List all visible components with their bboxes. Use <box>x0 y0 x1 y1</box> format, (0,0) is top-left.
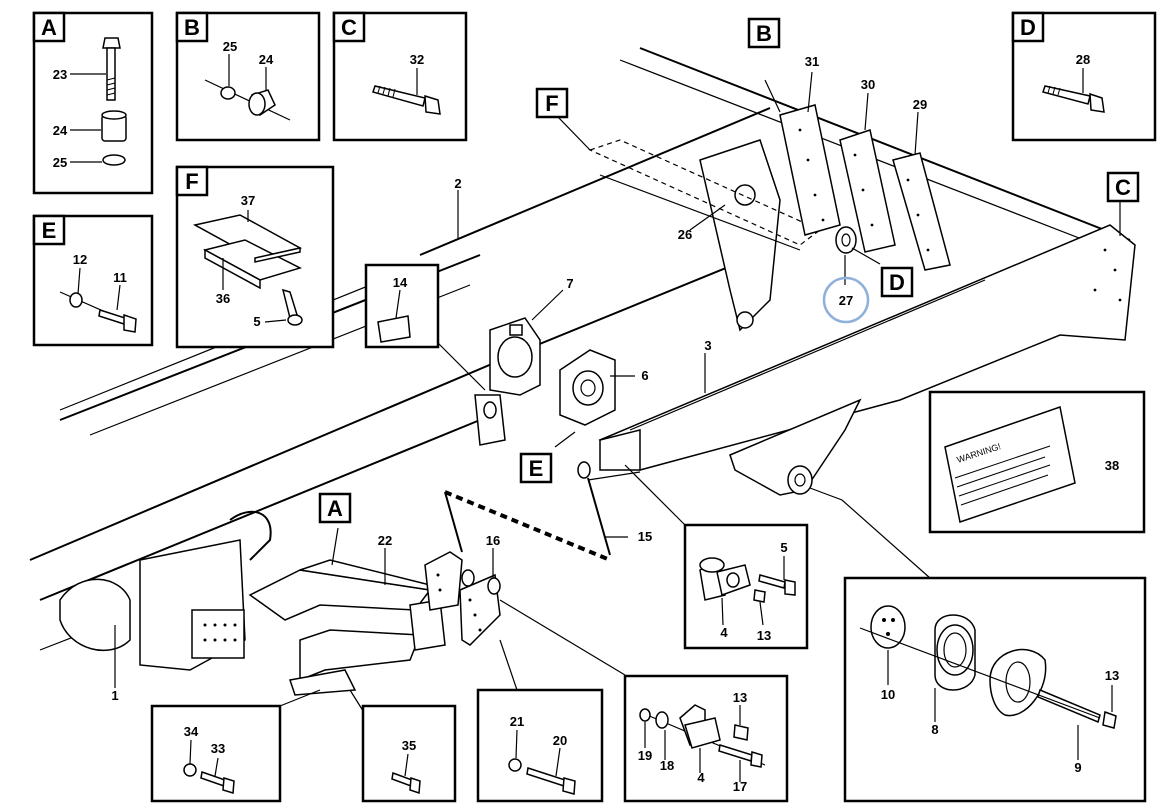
callout-15: 15 <box>638 529 652 544</box>
inset-pin-4: 4 <box>720 625 728 640</box>
inset-20-21: 21 20 <box>476 688 604 803</box>
callout-1: 1 <box>111 688 118 703</box>
inset-b-25: 25 <box>223 39 237 54</box>
bracket-assembly <box>474 317 616 446</box>
highlight-circle <box>822 276 870 324</box>
inset-b: B 25 24 <box>175 11 321 142</box>
inset-f-37: 37 <box>241 193 255 208</box>
inset-c-tag: C <box>341 15 357 40</box>
inset-e-11: 11 <box>113 270 127 285</box>
inset-2021-21: 21 <box>510 714 524 729</box>
main-tag-b: B <box>747 17 781 49</box>
tag-a-text: A <box>327 496 343 521</box>
cable-15 <box>444 461 611 562</box>
inset-e-tag: E <box>42 218 57 243</box>
inset-38-num: 38 <box>1105 458 1119 473</box>
main-tag-a: A <box>318 492 352 524</box>
inset-f-5: 5 <box>253 314 260 329</box>
main-tag-d: D <box>880 266 914 298</box>
inset-14-num: 14 <box>393 275 408 290</box>
inset-d-tag: D <box>1020 15 1036 40</box>
inset-pinset-18: 18 <box>660 758 674 773</box>
inset-bearing-10: 10 <box>881 687 895 702</box>
cover-plates <box>779 104 951 271</box>
inset-pin-13: 13 <box>757 628 771 643</box>
inset-3334-33: 33 <box>211 741 225 756</box>
inset-f-tag: F <box>185 169 198 194</box>
inset-e-12: 12 <box>73 252 87 267</box>
cross-member-22 <box>248 551 501 696</box>
callout-3: 3 <box>704 338 711 353</box>
inset-a-23: 23 <box>53 67 67 82</box>
inset-c-32: 32 <box>410 52 424 67</box>
inset-bracket-pin: 5 4 13 <box>683 523 809 650</box>
inset-a: A 23 24 25 <box>32 11 154 195</box>
inset-35: 35 <box>361 704 457 803</box>
inset-bearing-8: 8 <box>931 722 938 737</box>
callout-7: 7 <box>566 276 573 291</box>
inset-14: 14 <box>364 263 440 349</box>
tag-f-text: F <box>545 91 558 116</box>
callout-30: 30 <box>861 77 875 92</box>
main-tag-c: C <box>1106 171 1140 203</box>
callout-2: 2 <box>454 176 461 191</box>
inset-b-24: 24 <box>259 52 274 67</box>
inset-33-34: 34 33 <box>150 704 282 803</box>
inset-bearing-9: 9 <box>1074 760 1081 775</box>
main-tag-f: F <box>535 87 569 119</box>
tag-d-text: D <box>889 270 905 295</box>
callout-29: 29 <box>913 97 927 112</box>
inset-pin-5: 5 <box>780 540 787 555</box>
frame-rail-2 <box>588 139 822 332</box>
inset-c: C 32 <box>332 11 468 142</box>
inset-a-tag: A <box>41 15 57 40</box>
callout-6: 6 <box>641 368 648 383</box>
inset-e: E 12 11 <box>32 214 154 347</box>
tag-e-text: E <box>529 456 544 481</box>
inset-pinset-17: 17 <box>733 779 747 794</box>
main-tag-e: E <box>519 452 553 484</box>
inset-35-num: 35 <box>402 738 416 753</box>
callout-22: 22 <box>378 533 392 548</box>
side-member-3 <box>598 224 1136 496</box>
inset-bearing: 10 8 9 13 <box>843 576 1147 803</box>
inset-3334-34: 34 <box>184 724 199 739</box>
inset-a-25: 25 <box>53 155 67 170</box>
tag-c-text: C <box>1115 175 1131 200</box>
inset-d-28: 28 <box>1076 52 1090 67</box>
inset-pinset-13: 13 <box>733 690 747 705</box>
callout-16: 16 <box>486 533 500 548</box>
inset-2021-20: 20 <box>553 733 567 748</box>
callout-31: 31 <box>805 54 819 69</box>
tag-b-text: B <box>756 21 772 46</box>
inset-b-tag: B <box>184 15 200 40</box>
inset-pin-set: 13 19 18 4 17 <box>623 674 789 803</box>
inset-f: F 37 36 5 <box>175 165 335 349</box>
inset-bearing-13: 13 <box>1105 668 1119 683</box>
callout-27: 27 <box>839 293 853 308</box>
callout-26: 26 <box>678 227 692 242</box>
inset-f-36: 36 <box>216 291 230 306</box>
inset-38: WARNING! 38 <box>928 390 1146 534</box>
inset-pinset-19: 19 <box>638 748 652 763</box>
inset-a-24: 24 <box>53 123 68 138</box>
main-callouts: 1 2 3 6 7 26 27 31 30 29 15 22 16 <box>111 54 927 703</box>
inset-pinset-4: 4 <box>697 770 705 785</box>
truck-frame <box>29 47 1131 671</box>
inset-d: D 28 <box>1011 11 1157 142</box>
